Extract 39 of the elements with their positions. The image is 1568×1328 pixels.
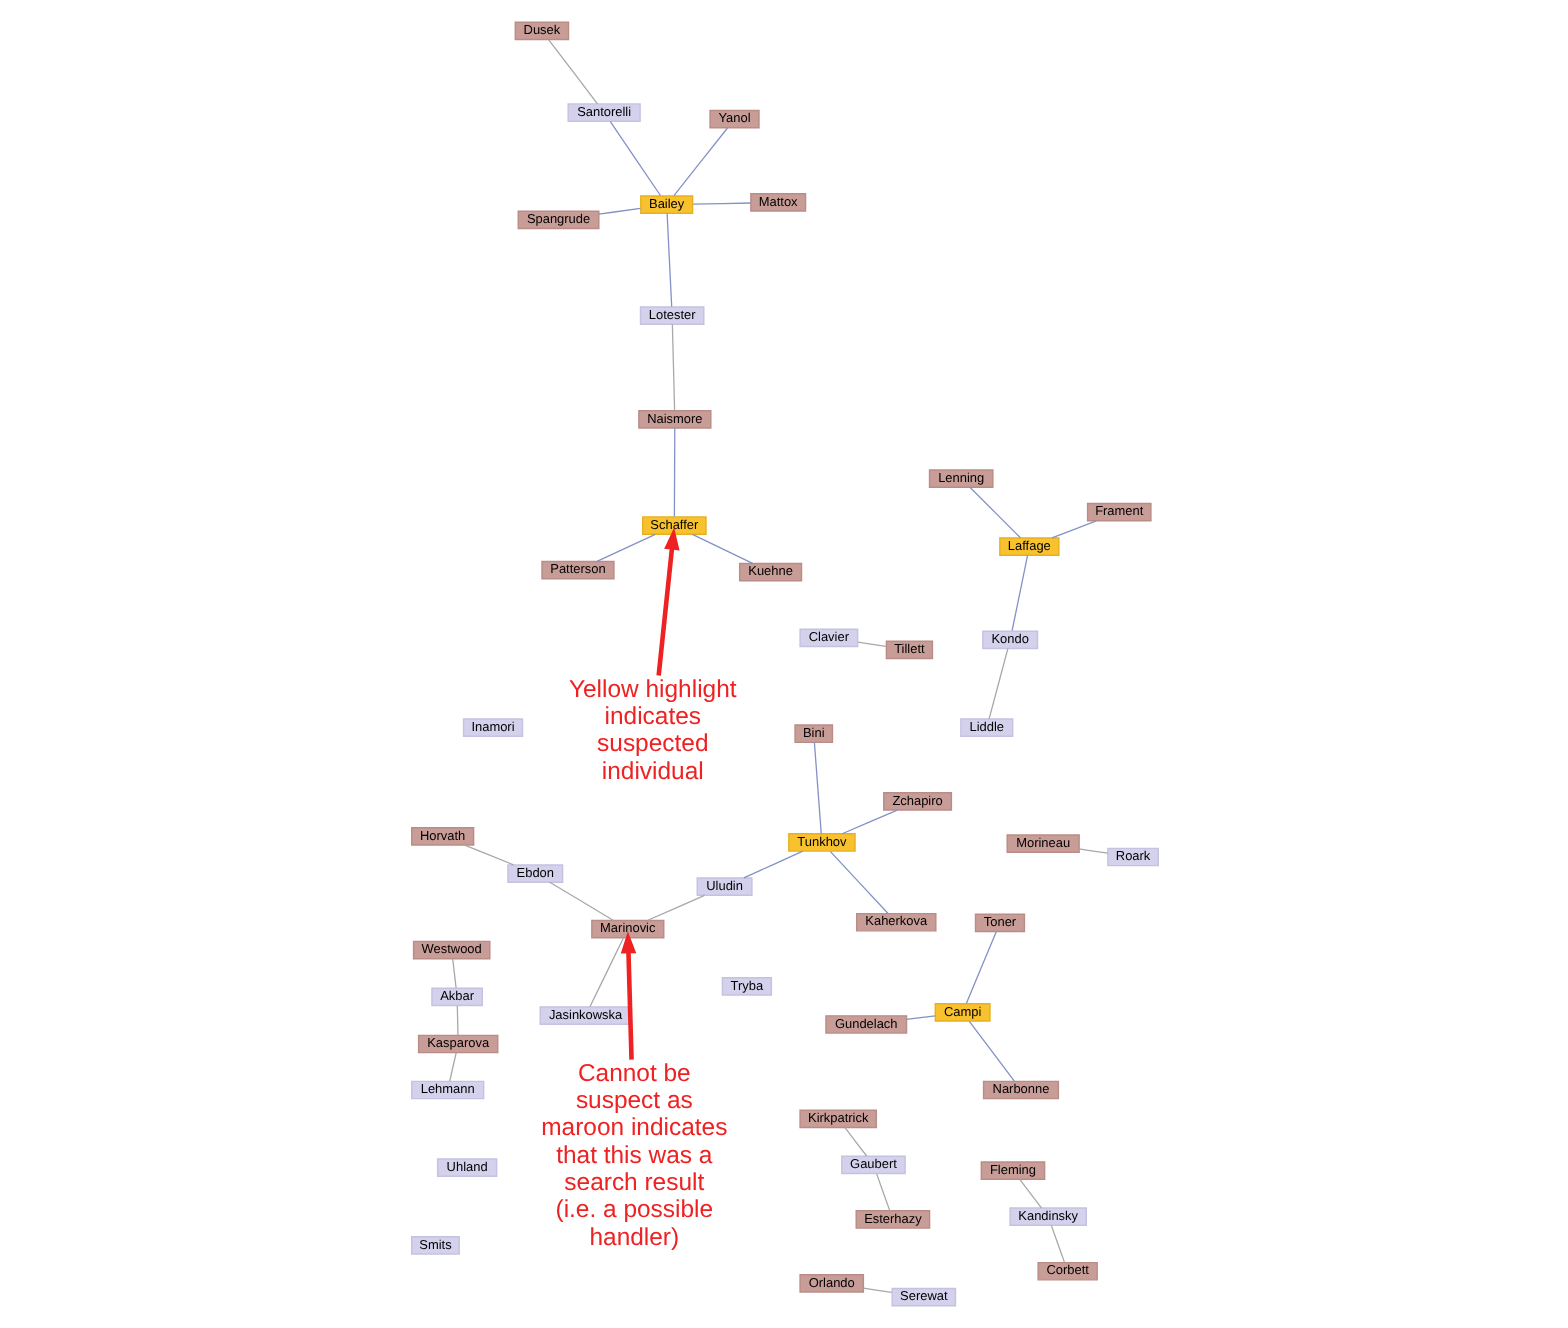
connector — [588, 937, 623, 1008]
connector — [843, 1127, 867, 1157]
connector — [1018, 1178, 1042, 1209]
connector — [672, 127, 728, 197]
connector — [964, 931, 996, 1005]
connector — [742, 850, 803, 879]
connector — [455, 1005, 458, 1036]
connector — [856, 641, 886, 648]
connector — [690, 533, 753, 565]
arrow — [655, 527, 679, 676]
connector — [840, 809, 897, 835]
connector — [608, 121, 661, 197]
connector — [812, 741, 821, 835]
connector — [987, 647, 1008, 720]
connector — [967, 1020, 1014, 1082]
connector — [905, 1015, 935, 1021]
connector — [1049, 1225, 1065, 1264]
connector — [448, 1052, 456, 1082]
connector — [463, 844, 514, 866]
connector — [1010, 554, 1028, 632]
connector — [672, 427, 675, 518]
connector — [547, 39, 598, 105]
connector — [828, 850, 888, 914]
connector — [595, 533, 655, 562]
connector — [597, 207, 641, 215]
connector — [548, 881, 613, 921]
connector — [670, 323, 675, 412]
connector — [968, 486, 1021, 539]
connector — [875, 1173, 890, 1212]
connector — [861, 1287, 892, 1293]
connector — [1050, 520, 1096, 539]
connector — [451, 958, 456, 989]
arrow — [619, 931, 636, 1060]
connector — [646, 894, 705, 921]
node-text: Yellow highlight indicates suspected individual — [567, 674, 736, 785]
connector — [1077, 848, 1108, 854]
node-text: Cannot be suspect as maroon indicates that this was a search result (i.e. a possible handler) — [540, 1058, 727, 1251]
connector — [665, 212, 672, 308]
connector — [691, 202, 751, 205]
